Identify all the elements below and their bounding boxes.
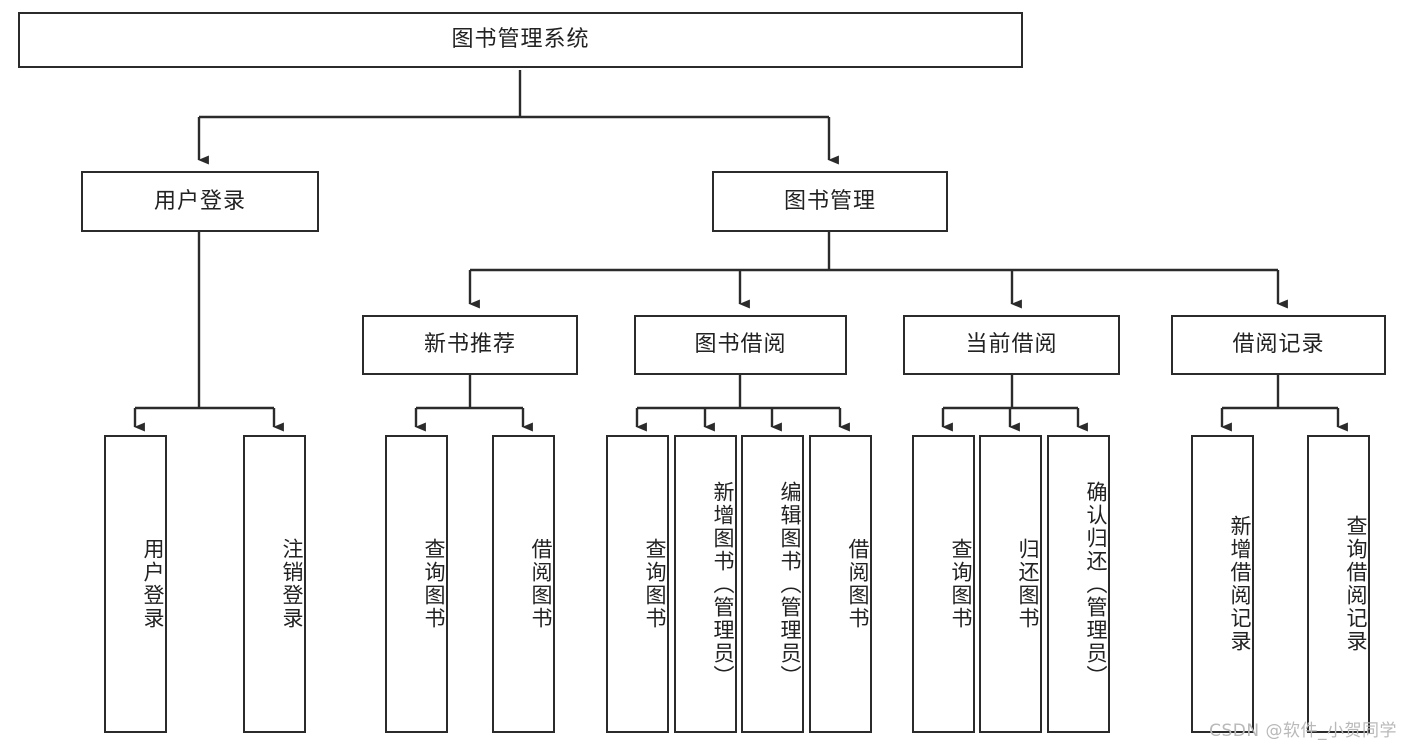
node-label: 用户登录 <box>141 538 165 630</box>
leaf-borrow-query-book[interactable]: 查询图书 <box>606 435 669 733</box>
leaf-current-return-book[interactable]: 归还图书 <box>979 435 1042 733</box>
leaf-current-query-book[interactable]: 查询图书 <box>912 435 975 733</box>
node-label: 借阅图书 <box>846 538 870 630</box>
node-label: 新增借阅记录 <box>1228 515 1252 653</box>
leaf-recommend-query-book[interactable]: 查询图书 <box>385 435 448 733</box>
leaf-record-add-borrow-record[interactable]: 新增借阅记录 <box>1191 435 1254 733</box>
node-label: 查询图书 <box>422 538 446 630</box>
node-current-borrow[interactable]: 当前借阅 <box>903 315 1120 375</box>
csdn-watermark: CSDN @软件_小贺同学 <box>1209 721 1397 741</box>
leaf-user-logout[interactable]: 注销登录 <box>243 435 306 733</box>
node-label: 用户登录 <box>153 188 246 214</box>
node-label: 注销登录 <box>280 538 304 630</box>
node-label: 新书推荐 <box>423 332 516 358</box>
node-user-login[interactable]: 用户登录 <box>81 171 319 232</box>
node-label: 图书管理系统 <box>451 27 590 53</box>
node-label: 查询借阅记录 <box>1344 515 1368 653</box>
leaf-borrow-add-book-admin[interactable]: 新增图书（管理员） <box>674 435 737 733</box>
node-book-management[interactable]: 图书管理 <box>712 171 948 232</box>
node-label: 借阅记录 <box>1232 332 1325 358</box>
node-label: 编辑图书（管理员） <box>778 480 802 688</box>
leaf-borrow-edit-book-admin[interactable]: 编辑图书（管理员） <box>741 435 804 733</box>
leaf-recommend-borrow-book[interactable]: 借阅图书 <box>492 435 555 733</box>
node-label: 图书管理 <box>783 188 876 214</box>
node-label: 归还图书 <box>1016 538 1040 630</box>
node-label: 查询图书 <box>949 538 973 630</box>
node-label: 借阅图书 <box>529 538 553 630</box>
leaf-current-confirm-return-admin[interactable]: 确认归还（管理员） <box>1047 435 1110 733</box>
node-label: 确认归还（管理员） <box>1084 480 1108 688</box>
node-label: 图书借阅 <box>694 332 787 358</box>
node-new-book-recommend[interactable]: 新书推荐 <box>362 315 578 375</box>
node-label: 新增图书（管理员） <box>711 480 735 688</box>
node-root-book-management-system[interactable]: 图书管理系统 <box>18 12 1023 68</box>
node-borrow-record[interactable]: 借阅记录 <box>1171 315 1386 375</box>
node-label: 查询图书 <box>643 538 667 630</box>
node-label: 当前借阅 <box>965 332 1058 358</box>
leaf-borrow-borrow-book[interactable]: 借阅图书 <box>809 435 872 733</box>
leaf-user-login[interactable]: 用户登录 <box>104 435 167 733</box>
node-book-borrow[interactable]: 图书借阅 <box>634 315 847 375</box>
leaf-record-query-borrow-record[interactable]: 查询借阅记录 <box>1307 435 1370 733</box>
